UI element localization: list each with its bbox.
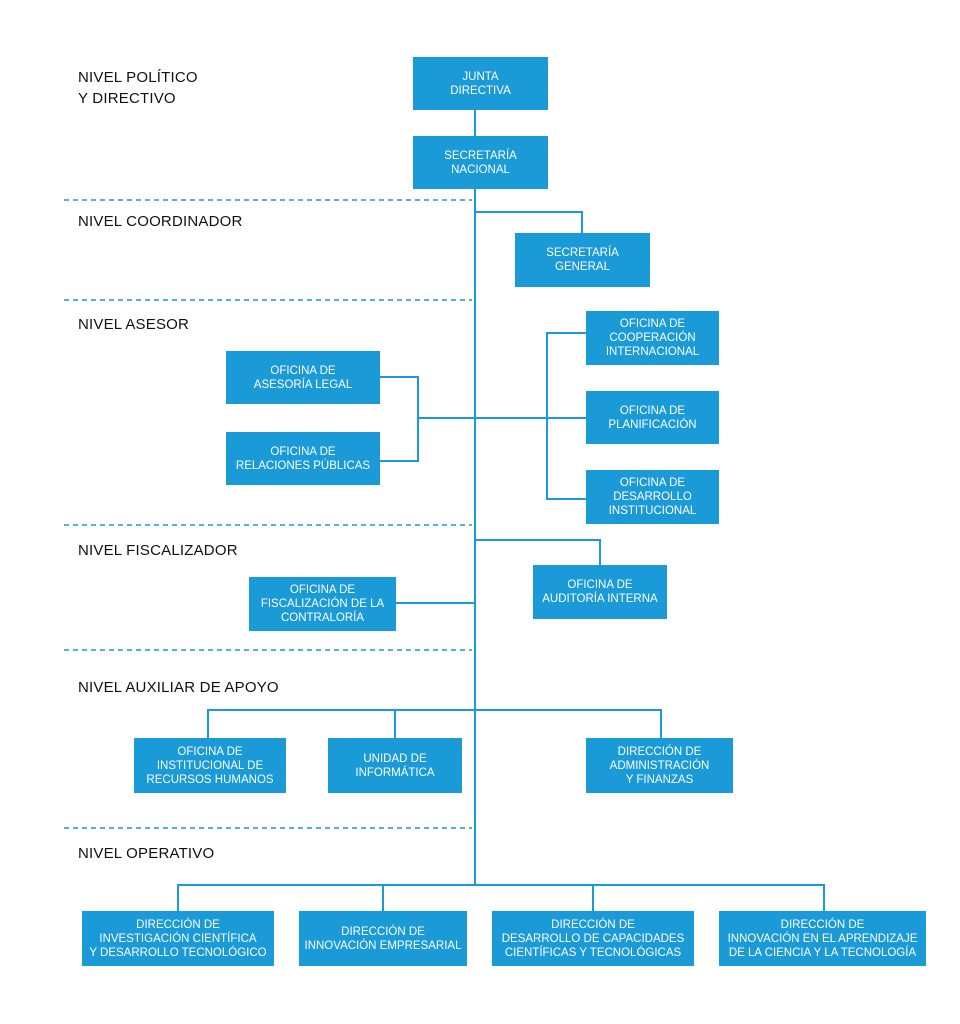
level-label-politico-line1: NIVEL POLÍTICO: [78, 69, 198, 86]
box-line: AUDITORÍA INTERNA: [542, 593, 658, 605]
box-line: INTERNACIONAL: [605, 346, 700, 358]
box-line: OFICINA DE: [619, 404, 686, 417]
box-auditoria-interna: OFICINA DE AUDITORÍA INTERNA: [533, 565, 667, 619]
box-line: DIRECCIÓN DE: [341, 925, 425, 938]
box-line: CONTRALORÍA: [280, 612, 365, 624]
level-label-operativo: NIVEL OPERATIVO: [78, 845, 215, 862]
box-line: OFICINA DE: [619, 477, 686, 489]
box-line: FISCALIZACIÓN DE LA: [260, 598, 385, 610]
box-line: OFICINA DE: [177, 745, 243, 758]
level-label-asesor: NIVEL ASESOR: [78, 316, 190, 333]
asesor-right-bracket: [546, 332, 586, 500]
box-line: OFICINA DE: [270, 364, 336, 377]
level-dividers: [64, 199, 472, 829]
box-line: SECRETARÍA: [444, 149, 517, 162]
box-line: GENERAL: [555, 261, 610, 273]
box-line: OFICINA DE: [567, 579, 633, 591]
level-label-coordinador: NIVEL COORDINADOR: [78, 213, 243, 230]
box-line: DIRECCIÓN DE: [617, 745, 702, 758]
level-label-auxiliar: NIVEL AUXILIAR DE APOYO: [78, 679, 279, 696]
box-line: INVESTIGACIÓN CIENTÍFICA: [99, 932, 257, 945]
box-line: PLANIFICACIÓN: [608, 418, 697, 431]
box-line: Y FINANZAS: [625, 773, 694, 786]
level-label-politico-line2: Y DIRECTIVO: [78, 90, 176, 107]
box-line: JUNTA: [462, 70, 499, 83]
box-line: Y DESARROLLO TECNOLÓGICO: [89, 946, 267, 959]
box-line: OFICINA DE: [270, 445, 336, 458]
box-line: INNOVACIÓN EMPRESARIAL: [304, 939, 462, 952]
box-line: DIRECCIÓN DE: [780, 918, 865, 931]
box-line: UNIDAD DE: [363, 752, 427, 765]
box-line: INNOVACIÓN EN EL APRENDIZAJE: [727, 932, 918, 945]
box-line: DE LA CIENCIA Y LA TECNOLOGÍA: [728, 946, 917, 959]
box-line: INFORMÁTICA: [355, 766, 435, 779]
box-line: OFICINA DE: [619, 318, 686, 330]
box-line: COOPERACIÓN: [609, 332, 696, 344]
box-line: INSTITUCIONAL: [608, 505, 697, 517]
box-line: RECURSOS HUMANOS: [146, 773, 274, 786]
box-fiscalizacion-contraloria: OFICINA DE FISCALIZACIÓN DE LA CONTRALORÍA: [249, 577, 396, 631]
level-label-fiscalizador: NIVEL FISCALIZADOR: [78, 542, 238, 559]
box-line: DESARROLLO: [613, 491, 692, 503]
box-line: DIRECCIÓN DE: [551, 918, 635, 931]
asesor-left-bracket: [380, 376, 419, 462]
box-desarrollo-institucional: OFICINA DE DESARROLLO INSTITUCIONAL: [586, 470, 719, 524]
box-line: DIRECCIÓN DE: [136, 918, 220, 931]
box-line: INSTITUCIONAL DE: [156, 759, 264, 772]
box-line: RELACIONES PÚBLICAS: [235, 459, 371, 472]
auxiliar-branch-connector: [207, 709, 662, 738]
box-line: CIENTÍFICAS Y TECNOLÓGICAS: [504, 946, 682, 959]
box-secretaria-general: SECRETARÍA GENERAL: [515, 233, 650, 287]
box-line: DIRECTIVA: [450, 84, 511, 97]
box-line: ASESORÍA LEGAL: [253, 378, 353, 391]
operativo-branch-connector: [177, 884, 825, 911]
secretaria-general-connector: [475, 211, 583, 233]
box-cooperacion-internacional: OFICINA DE COOPERACIÓN INTERNACIONAL: [586, 311, 719, 365]
box-line: ADMINISTRACIÓN: [609, 759, 710, 772]
level-label-politico: NIVEL POLÍTICO Y DIRECTIVO: [78, 67, 198, 109]
box-line: OFICINA DE: [289, 584, 356, 596]
box-line: DESARROLLO DE CAPACIDADES: [501, 932, 685, 945]
connector-lines: [177, 110, 825, 911]
auditoria-connector: [475, 539, 601, 565]
box-line: SECRETARÍA: [546, 247, 619, 259]
box-line: NACIONAL: [451, 163, 510, 176]
